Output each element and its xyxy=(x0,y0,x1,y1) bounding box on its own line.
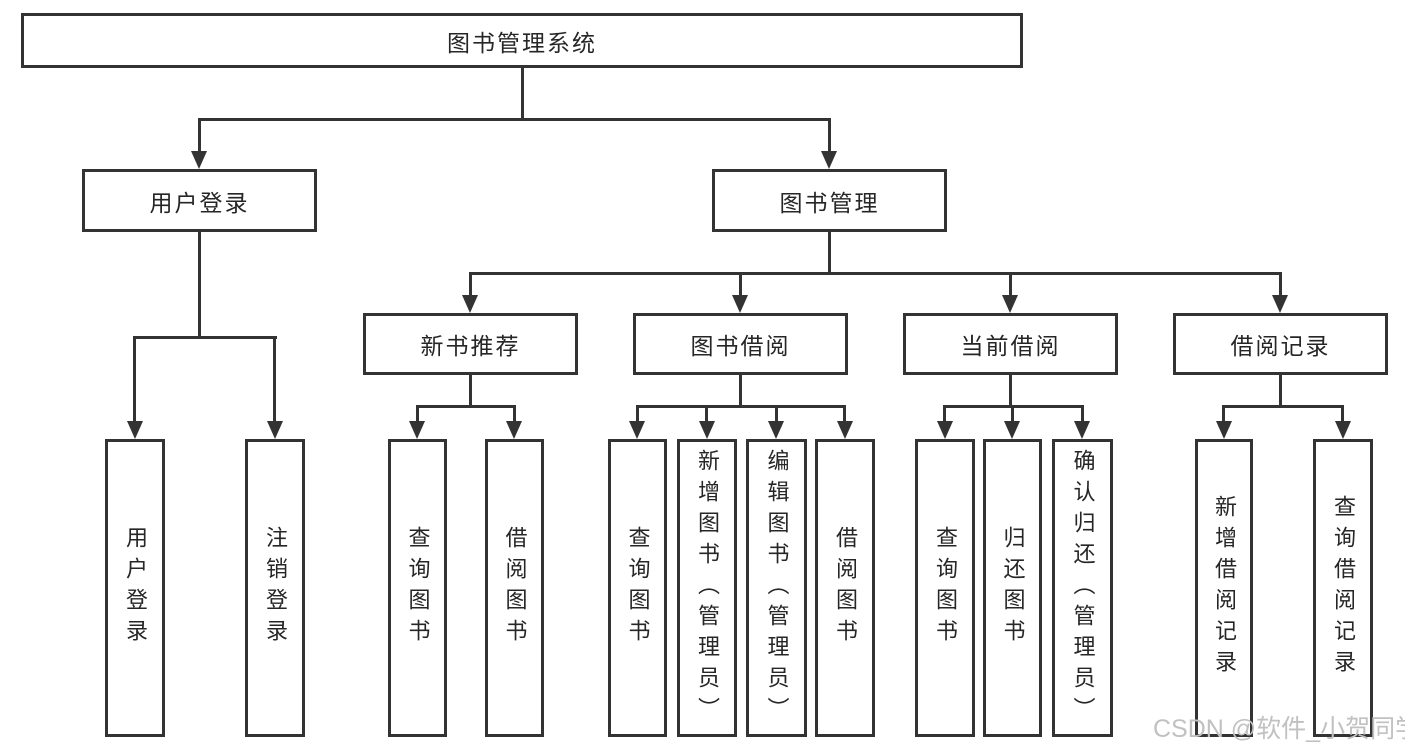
connector-line xyxy=(739,272,742,297)
arrowhead-down-icon xyxy=(937,421,953,439)
node-book-borrowing: 图书借阅 xyxy=(633,313,848,375)
connector-line xyxy=(739,375,742,408)
node-borrowing-records: 借阅记录 xyxy=(1173,313,1388,375)
node-new-book-recommendation: 新书推荐 xyxy=(363,313,578,375)
leaf-borrow-books-recommend: 借阅图书 xyxy=(485,439,544,737)
arrowhead-down-icon xyxy=(191,151,207,169)
arrowhead-down-icon xyxy=(629,421,645,439)
connector-line xyxy=(1009,375,1012,408)
arrowhead-down-icon xyxy=(127,421,143,439)
connector-line xyxy=(469,272,1282,275)
watermark: CSDN @软件_小贺同学 xyxy=(1153,715,1405,743)
connector-line xyxy=(828,232,831,275)
connector-line xyxy=(843,405,846,423)
connector-line xyxy=(469,375,472,408)
node-root: 图书管理系统 xyxy=(21,13,1023,68)
arrowhead-down-icon xyxy=(768,421,784,439)
arrowhead-down-icon xyxy=(732,295,748,313)
leaf-add-books-admin: 新增图书（管理员） xyxy=(677,439,737,737)
arrowhead-down-icon xyxy=(1335,421,1351,439)
leaf-user-login: 用户登录 xyxy=(105,439,165,737)
leaf-logout-login: 注销登录 xyxy=(245,439,305,737)
connector-line xyxy=(521,68,524,121)
connector-line xyxy=(273,336,276,421)
arrowhead-down-icon xyxy=(837,421,853,439)
arrowhead-down-icon xyxy=(1216,421,1232,439)
connector-line xyxy=(416,405,419,423)
connector-line xyxy=(469,272,472,297)
connector-line xyxy=(416,405,516,408)
arrowhead-down-icon xyxy=(1004,421,1020,439)
arrowhead-down-icon xyxy=(699,421,715,439)
connector-line xyxy=(198,232,201,339)
arrowhead-down-icon xyxy=(821,151,837,169)
node-book-management: 图书管理 xyxy=(712,169,947,232)
connector-line xyxy=(513,405,516,423)
leaf-query-borrow-record: 查询借阅记录 xyxy=(1313,439,1373,737)
connector-line xyxy=(198,118,201,153)
node-current-borrowing: 当前借阅 xyxy=(903,313,1118,375)
connector-line xyxy=(1279,375,1282,408)
arrowhead-down-icon xyxy=(267,421,283,439)
leaf-confirm-return-admin: 确认归还（管理员） xyxy=(1052,439,1113,737)
connector-line xyxy=(1081,405,1084,423)
leaf-borrow-books-borrow: 借阅图书 xyxy=(815,439,875,737)
connector-line xyxy=(775,405,778,423)
connector-line xyxy=(133,336,277,339)
leaf-new-borrow-record: 新增借阅记录 xyxy=(1195,439,1253,737)
arrowhead-down-icon xyxy=(409,421,425,439)
arrowhead-down-icon xyxy=(1074,421,1090,439)
arrowhead-down-icon xyxy=(462,295,478,313)
leaf-return-books: 归还图书 xyxy=(983,439,1042,737)
leaf-query-books-borrow: 查询图书 xyxy=(608,439,667,737)
connector-line xyxy=(1011,405,1014,423)
node-user-login: 用户登录 xyxy=(82,169,317,232)
connector-line xyxy=(1223,405,1344,408)
connector-line xyxy=(943,405,946,423)
connector-line xyxy=(636,405,639,423)
connector-line xyxy=(705,405,708,423)
connector-line xyxy=(133,336,136,421)
leaf-query-books-recommend: 查询图书 xyxy=(388,439,447,737)
connector-line xyxy=(1279,272,1282,297)
arrowhead-down-icon xyxy=(1272,295,1288,313)
connector-line xyxy=(1009,272,1012,297)
leaf-query-books-current: 查询图书 xyxy=(915,439,975,737)
connector-line xyxy=(636,405,846,408)
connector-line xyxy=(828,118,831,153)
arrowhead-down-icon xyxy=(1002,295,1018,313)
connector-line xyxy=(1341,405,1344,423)
connector-line xyxy=(1222,405,1225,423)
connector-line xyxy=(198,118,831,121)
arrowhead-down-icon xyxy=(506,421,522,439)
leaf-edit-books-admin: 编辑图书（管理员） xyxy=(746,439,807,737)
